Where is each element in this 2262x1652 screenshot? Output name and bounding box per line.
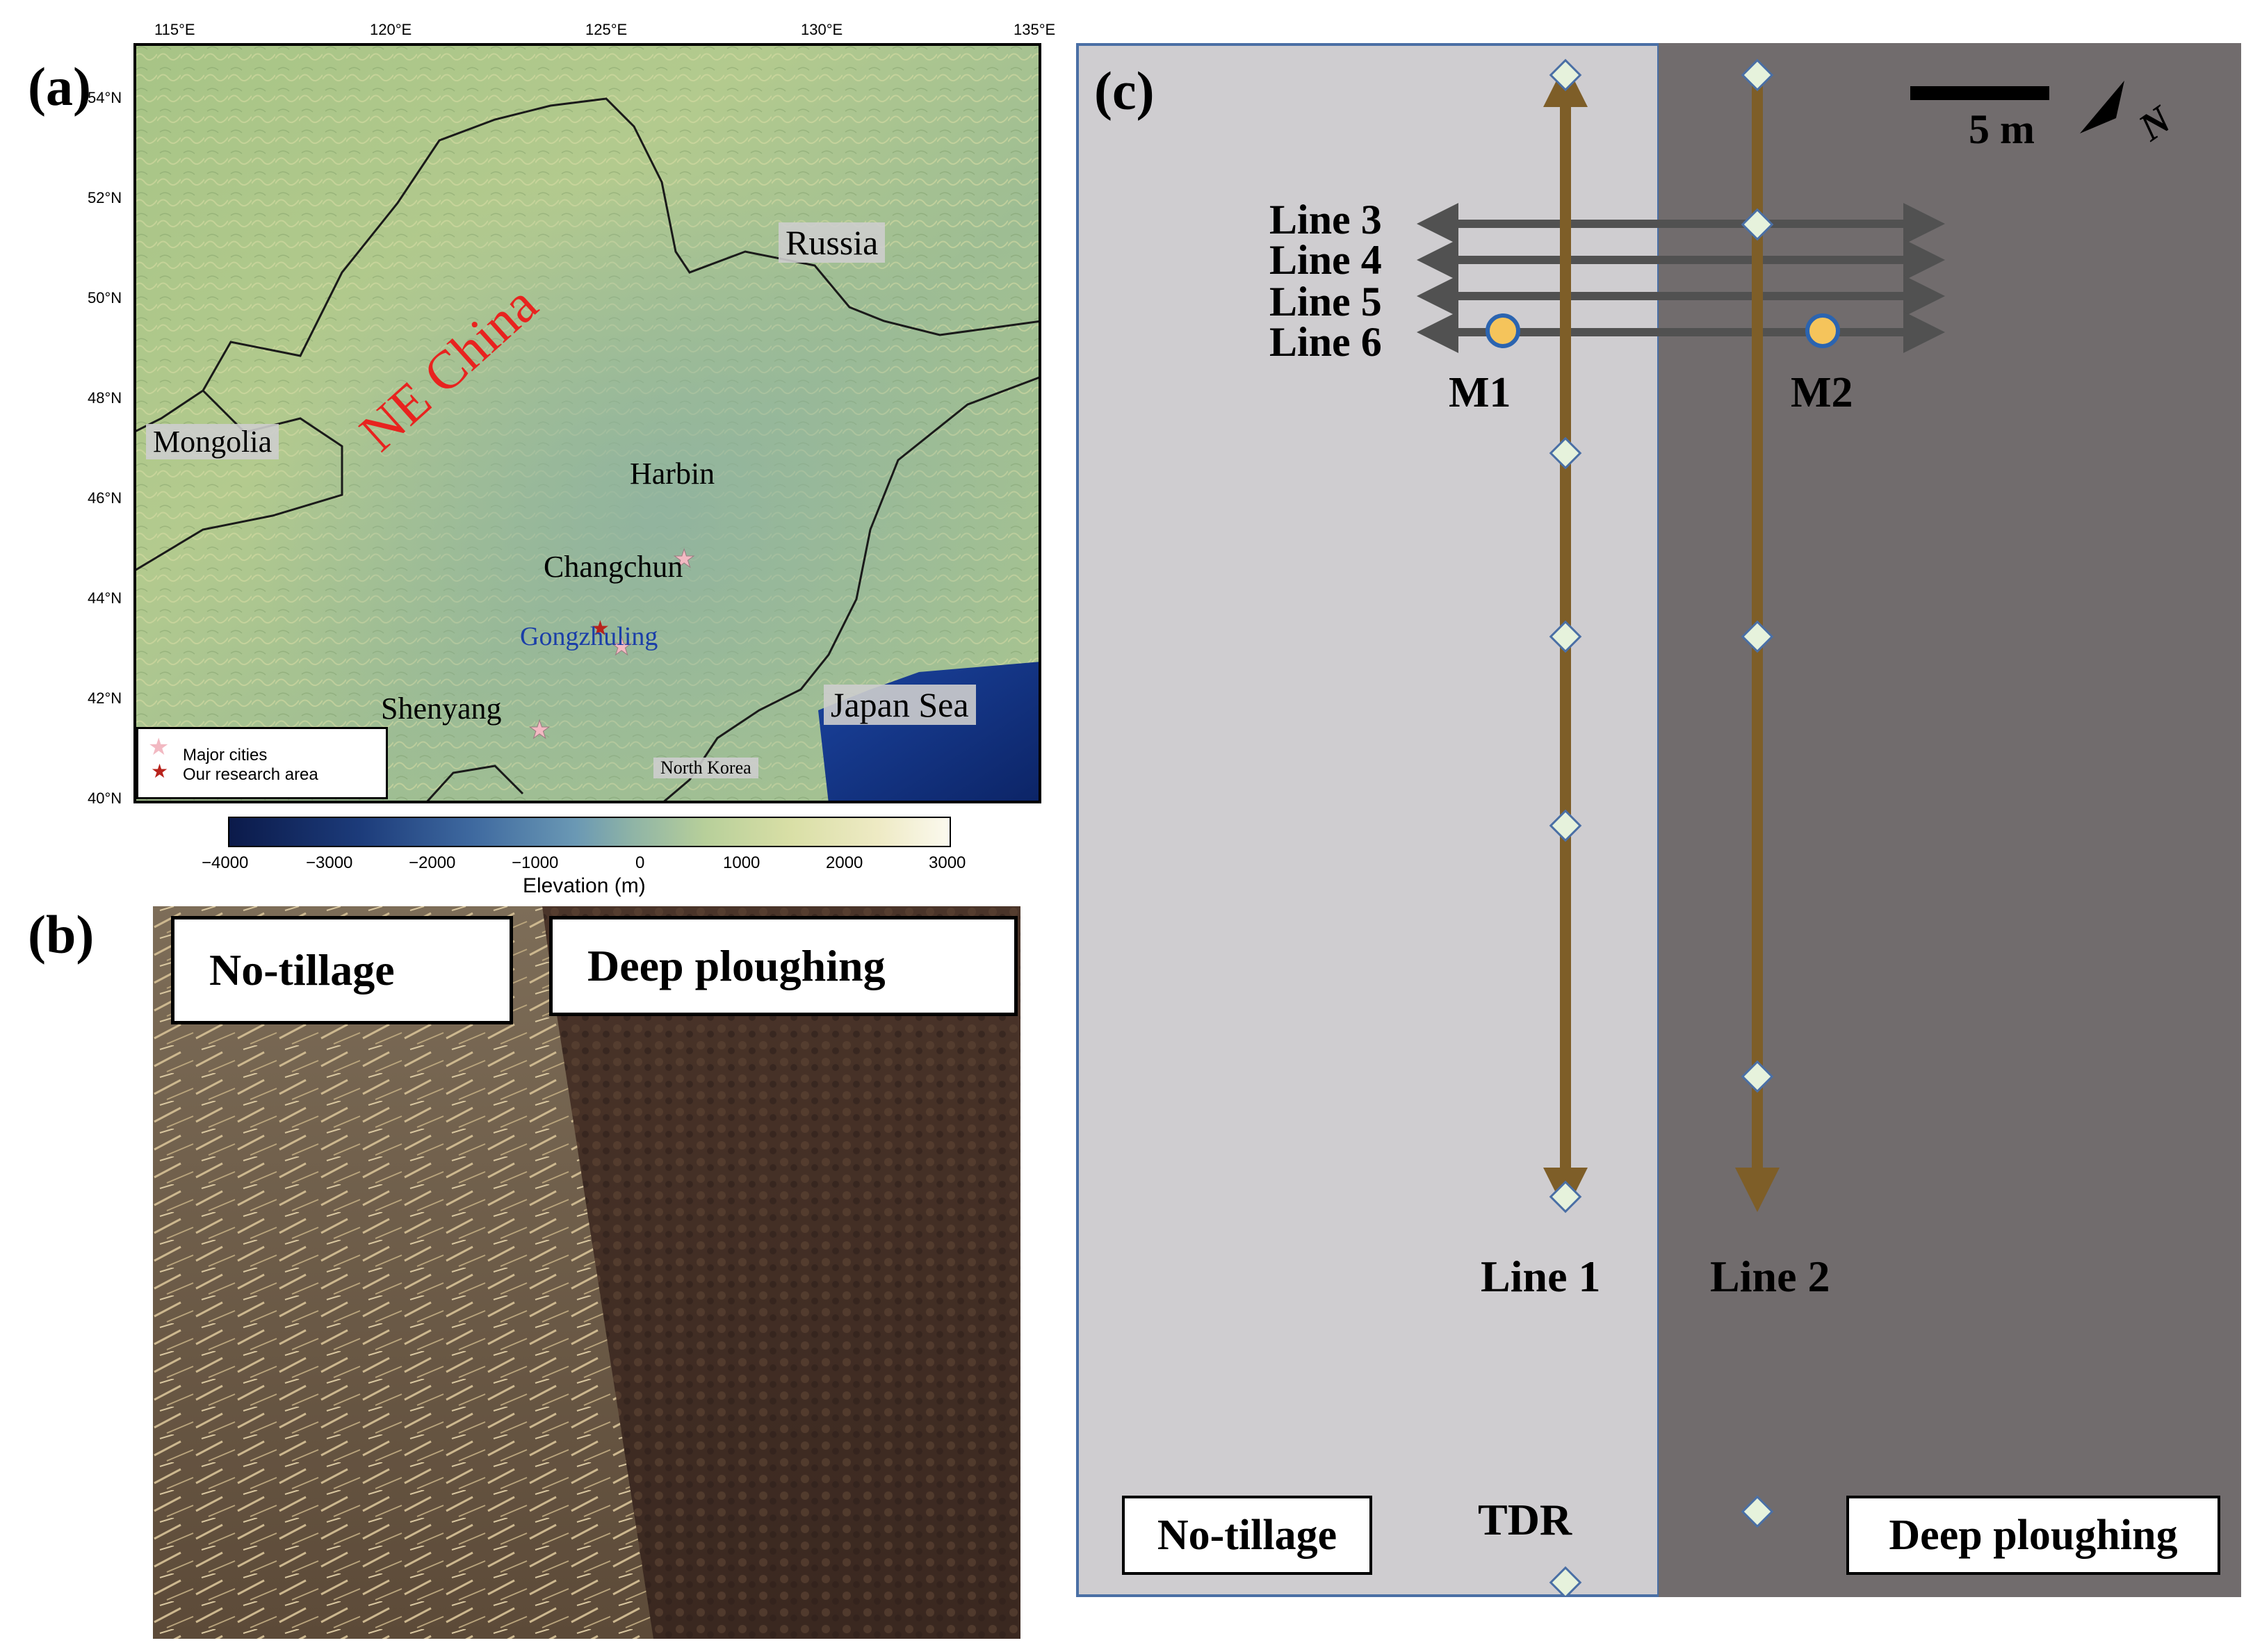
colorbar-tick-3: −1000	[512, 853, 559, 872]
tdr-marker	[1549, 58, 1582, 92]
russia-china-border	[202, 97, 1042, 391]
tdr-marker	[1741, 1495, 1774, 1528]
elevation-colorbar	[228, 817, 951, 847]
lon-tick-130: 130°E	[801, 21, 843, 38]
map-canvas: ★ ★ ★ ★	[133, 43, 1042, 805]
lon-tick-115: 115°E	[154, 21, 195, 38]
line-5-label: Line 5	[1269, 279, 1382, 325]
panel-c-label: (c)	[1094, 60, 1155, 121]
deep-ploughing-zone	[1659, 43, 2241, 1597]
tdr-marker	[1549, 620, 1582, 653]
tdr-marker	[1549, 1180, 1582, 1213]
lon-tick-125: 125°E	[585, 21, 628, 38]
elevation-map: ★ ★ ★ ★	[133, 43, 1042, 805]
colorbar-tick-2: −2000	[409, 853, 456, 872]
colorbar-tick-7: 3000	[929, 853, 966, 872]
label-japan-sea: Japan Sea	[824, 685, 976, 725]
panel-b-label: (b)	[28, 904, 95, 965]
tdr-marker	[1549, 436, 1582, 470]
photo-label-no-tillage: No-tillage	[171, 916, 513, 1024]
colorbar-tick-4: 0	[635, 853, 645, 872]
label-russia: Russia	[779, 222, 886, 263]
line-4-label: Line 4	[1269, 237, 1382, 283]
panel-a-label: (a)	[28, 56, 91, 117]
lat-tick-40: 40°N	[88, 790, 122, 807]
shenyang-star: ★	[528, 716, 551, 744]
zone-label-deep-ploughing: Deep ploughing	[1846, 1496, 2220, 1575]
label-changchun: Changchun	[544, 550, 683, 584]
map-border	[133, 43, 1041, 803]
label-shenyang: Shenyang	[381, 692, 502, 726]
china-korea-border	[661, 375, 1042, 805]
research-area-star: ★	[591, 617, 610, 640]
research-area-legend-text: Our research area	[183, 765, 318, 784]
photo-label-deep-ploughing: Deep ploughing	[549, 916, 1018, 1016]
label-north-korea: North Korea	[653, 758, 758, 778]
m2-label: M2	[1791, 369, 1853, 416]
colorbar-tick-1: −3000	[306, 853, 353, 872]
major-cities-legend-icon: ★	[148, 735, 170, 760]
tdr-marker	[1741, 1060, 1774, 1093]
changchun-star: ★	[610, 632, 633, 660]
lon-tick-135: 135°E	[1014, 21, 1056, 38]
zone-label-no-tillage: No-tillage	[1122, 1496, 1372, 1575]
crop-residue	[153, 906, 653, 1639]
lat-tick-48: 48°N	[88, 389, 122, 407]
tdr-marker	[1741, 208, 1774, 241]
lat-tick-42: 42°N	[88, 689, 122, 707]
photo-canvas	[153, 906, 1020, 1639]
colorbar-tick-6: 2000	[826, 853, 863, 872]
line-2-label: Line 2	[1710, 1252, 1830, 1301]
research-area-legend-icon: ★	[151, 761, 169, 783]
line-6-label: Line 6	[1269, 319, 1382, 365]
lat-tick-52: 52°N	[88, 189, 122, 206]
lat-tick-46: 46°N	[88, 489, 122, 507]
tdr-legend-marker	[1549, 1566, 1582, 1599]
colorbar-tick-5: 1000	[723, 853, 760, 872]
line-3-label: Line 3	[1269, 197, 1382, 243]
lat-tick-44: 44°N	[88, 589, 122, 607]
harbin-star: ★	[673, 545, 695, 573]
tdr-marker	[1741, 620, 1774, 653]
label-gongzhuling: Gongzhuling	[520, 622, 658, 651]
coastline	[424, 764, 524, 805]
line-1-label: Line 1	[1481, 1252, 1601, 1301]
tdr-marker	[1741, 58, 1774, 92]
tdr-marker	[1549, 809, 1582, 842]
experiment-layout	[1076, 43, 2241, 1599]
layout-canvas	[1076, 43, 2241, 1599]
m2-point	[1805, 313, 1840, 348]
colorbar-tick-0: −4000	[202, 853, 249, 872]
north-arrow-icon	[2080, 81, 2124, 133]
lat-tick-54: 54°N	[88, 89, 122, 106]
label-mongolia: Mongolia	[146, 424, 279, 459]
map-legend: ★ Major cities ★ Our research area	[136, 727, 388, 799]
lon-tick-120: 120°E	[370, 21, 412, 38]
tdr-label: TDR	[1478, 1495, 1572, 1544]
scale-bar-label: 5 m	[1969, 106, 2035, 152]
lat-tick-50: 50°N	[88, 289, 122, 306]
m1-point	[1486, 313, 1520, 348]
colorbar-label: Elevation (m)	[523, 874, 646, 897]
scale-bar	[1910, 86, 2049, 100]
m1-label: M1	[1449, 369, 1511, 416]
field-photo	[153, 906, 1020, 1639]
major-cities-legend-text: Major cities	[183, 746, 268, 764]
label-harbin: Harbin	[630, 457, 715, 491]
